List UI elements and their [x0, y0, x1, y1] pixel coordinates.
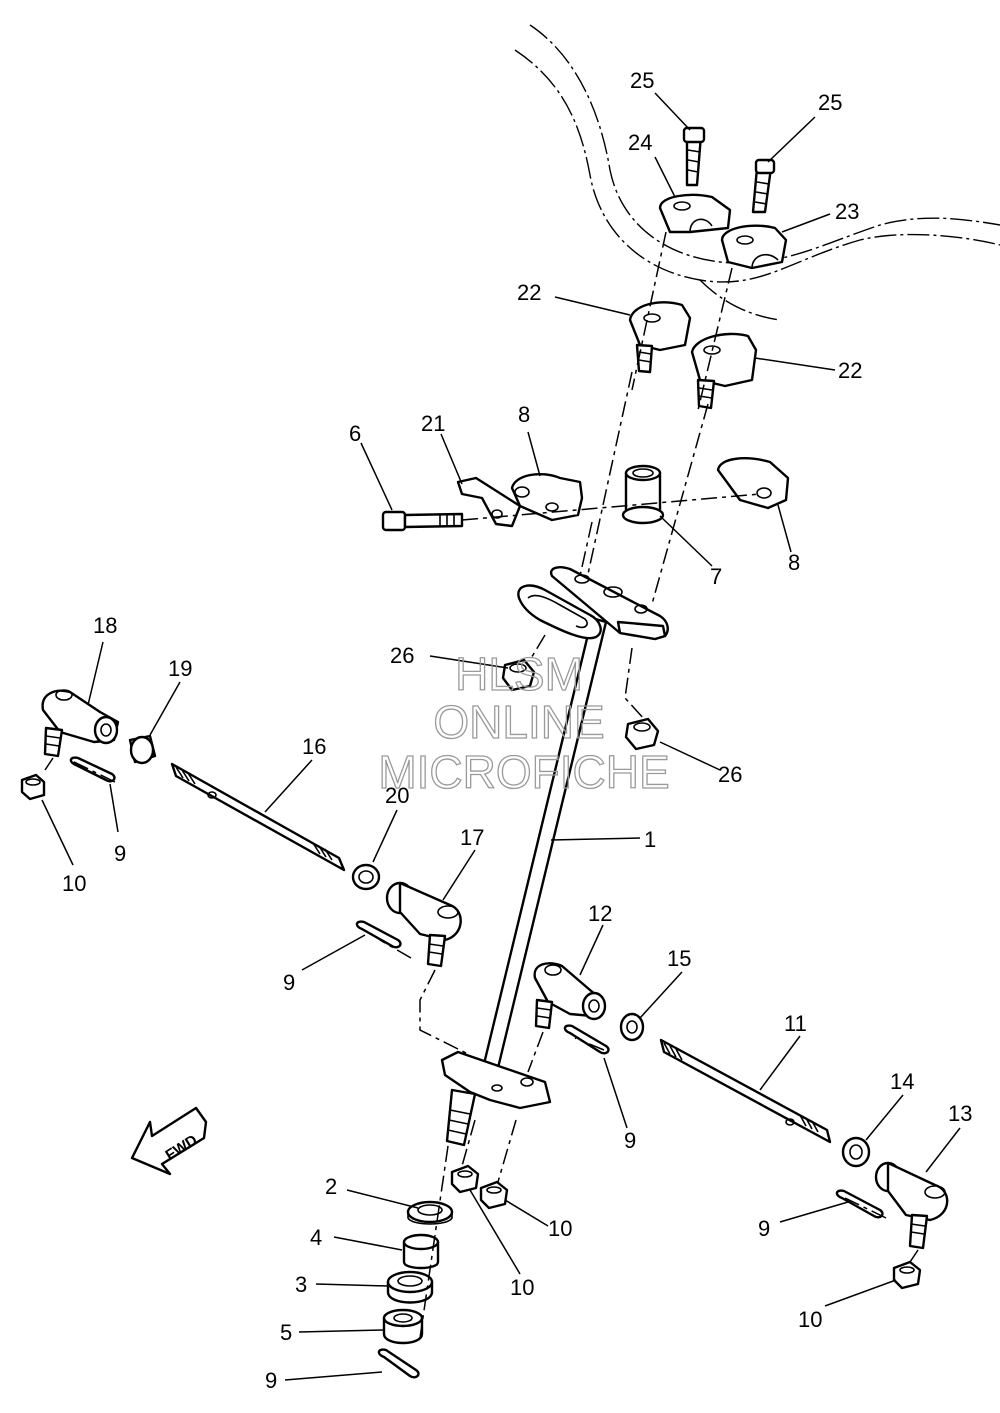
callout-23: 23 — [835, 199, 859, 224]
callout-9: 9 — [283, 970, 295, 995]
callout-24: 24 — [628, 130, 652, 155]
watermark-line-2: ONLINE — [433, 696, 604, 748]
lock-washer — [456, 476, 522, 528]
watermark-line-3: MICROFICHE — [378, 746, 669, 798]
tie-rod-11 — [659, 1038, 832, 1144]
nut-26-upper — [501, 658, 536, 692]
spacer-14 — [841, 1136, 871, 1168]
callout-10: 10 — [62, 871, 86, 896]
callout-18: 18 — [93, 613, 117, 638]
callout-21: 21 — [421, 411, 445, 436]
tie-rod-16 — [170, 762, 346, 872]
nut-10-e — [892, 1260, 922, 1290]
callout-9: 9 — [114, 841, 126, 866]
cotter-pin-9-b — [355, 920, 402, 949]
callout-10: 10 — [798, 1307, 822, 1332]
bolt-6 — [381, 510, 464, 532]
shaft-clamp-right — [716, 457, 790, 510]
upper-bar-clamp-24 — [658, 193, 732, 234]
callout-1: 1 — [644, 827, 656, 852]
callout-5: 5 — [280, 1320, 292, 1345]
bearing-spacer — [402, 1233, 440, 1270]
nut-10-a — [20, 773, 46, 801]
callout-13: 13 — [948, 1101, 972, 1126]
tie-rod-end-17 — [385, 881, 462, 968]
fwd-arrow: FWD — [130, 1106, 208, 1176]
tie-rod-end-13 — [874, 1161, 949, 1250]
upper-bar-clamp-23 — [720, 224, 788, 270]
callout-10: 10 — [548, 1216, 572, 1241]
cotter-pin-9-a — [69, 756, 116, 783]
callout-8: 8 — [518, 402, 530, 427]
tie-rod-end-18 — [41, 689, 120, 758]
callout-14: 14 — [890, 1069, 914, 1094]
cotter-pin-9-c — [563, 1024, 610, 1055]
column-holder — [517, 566, 669, 641]
watermark: HLSM ONLINE MICROFICHE — [378, 647, 671, 798]
callout-26: 26 — [390, 643, 414, 668]
nut-26-lower — [624, 717, 660, 751]
callout-20: 20 — [385, 783, 409, 808]
callout-4: 4 — [310, 1225, 322, 1250]
spacer-20 — [351, 863, 381, 891]
spacer-15 — [619, 1012, 645, 1042]
oil-seal — [406, 1200, 454, 1225]
leader-lines — [41, 92, 961, 1381]
assembly-lines — [44, 231, 919, 1339]
watermark-line-1: HLSM — [455, 648, 583, 700]
callout-9: 9 — [758, 1216, 770, 1241]
callout-9: 9 — [265, 1368, 277, 1393]
callout-25: 25 — [630, 68, 654, 93]
tie-rod-end-12 — [533, 962, 607, 1030]
cotter-pin-9-d — [835, 1189, 884, 1219]
callout-19: 19 — [168, 656, 192, 681]
callout-7: 7 — [710, 564, 722, 589]
callout-15: 15 — [667, 946, 691, 971]
handlebar-outline — [514, 24, 1000, 321]
steering-bushing — [621, 464, 665, 525]
cotter-pin-9-e — [377, 1348, 420, 1379]
nut-10-b — [450, 1164, 480, 1194]
spacer-19 — [128, 734, 157, 765]
lower-holder-right — [690, 332, 758, 410]
callout-17: 17 — [460, 825, 484, 850]
callout-9: 9 — [624, 1128, 636, 1153]
callout-11: 11 — [784, 1011, 807, 1036]
bearing — [386, 1270, 434, 1304]
callout-10: 10 — [510, 1275, 534, 1300]
pitman-arm — [440, 1050, 552, 1147]
shaft-clamp-left — [510, 473, 584, 522]
nut-10-c — [479, 1180, 509, 1210]
callout-22: 22 — [838, 358, 862, 383]
lower-holder-left — [628, 301, 692, 374]
callout-6: 6 — [349, 421, 361, 446]
bolt-25-left — [682, 126, 706, 187]
callout-8: 8 — [788, 550, 800, 575]
callout-2: 2 — [325, 1174, 337, 1199]
callout-25: 25 — [818, 90, 842, 115]
callout-16: 16 — [302, 734, 326, 759]
castle-nut — [382, 1308, 424, 1345]
callout-26: 26 — [718, 762, 742, 787]
callout-22: 22 — [517, 280, 541, 305]
callout-3: 3 — [295, 1272, 307, 1297]
callout-labels: 25 25 24 23 22 22 21 8 6 7 8 26 26 18 19… — [62, 68, 972, 1393]
bolt-25-right — [751, 158, 776, 214]
callout-12: 12 — [588, 901, 612, 926]
